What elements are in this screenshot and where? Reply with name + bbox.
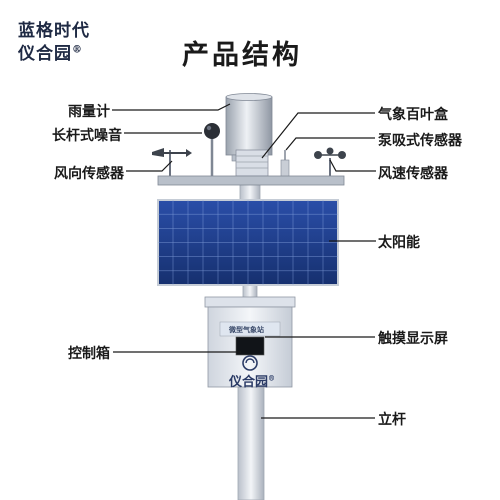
solar-panel (157, 199, 339, 286)
wind-vane (152, 148, 192, 177)
touch-screen (235, 336, 265, 356)
label-touch-screen: 触摸显示屏 (378, 331, 448, 347)
label-rain-gauge: 雨量计 (68, 104, 110, 120)
leader-lines (112, 103, 376, 419)
label-noise-sensor: 长杆式噪音 (52, 128, 122, 144)
box-header-label: 微型气象站 (229, 326, 264, 334)
noise-sensor (204, 123, 220, 178)
pump-sensor (280, 150, 290, 178)
brand-line2: 仪合园® (18, 39, 83, 64)
box-registered-mark: ® (268, 373, 276, 383)
brand-line1: 蓝格时代 (18, 21, 90, 41)
control-box (204, 296, 296, 388)
box-logo-name: 仪合园 (229, 375, 269, 390)
brand-registered-mark: ® (72, 44, 83, 56)
louver-box (235, 149, 269, 177)
label-control-box: 控制箱 (68, 346, 110, 362)
label-solar-panel: 太阳能 (378, 235, 420, 251)
label-pump-sensor: 泵吸式传感器 (378, 133, 462, 149)
label-wind-speed: 风速传感器 (378, 166, 448, 182)
pole-lower (237, 382, 265, 500)
page-title: 产品结构 (182, 40, 302, 71)
crossbar (157, 175, 345, 186)
box-logo-label: 仪合园® (229, 371, 275, 390)
label-louver-box: 气象百叶盒 (378, 107, 448, 123)
brand-name: 仪合园 (18, 44, 72, 64)
label-pole: 立杆 (378, 412, 406, 428)
anemometer (314, 147, 346, 177)
label-wind-direction: 风向传感器 (54, 166, 124, 182)
